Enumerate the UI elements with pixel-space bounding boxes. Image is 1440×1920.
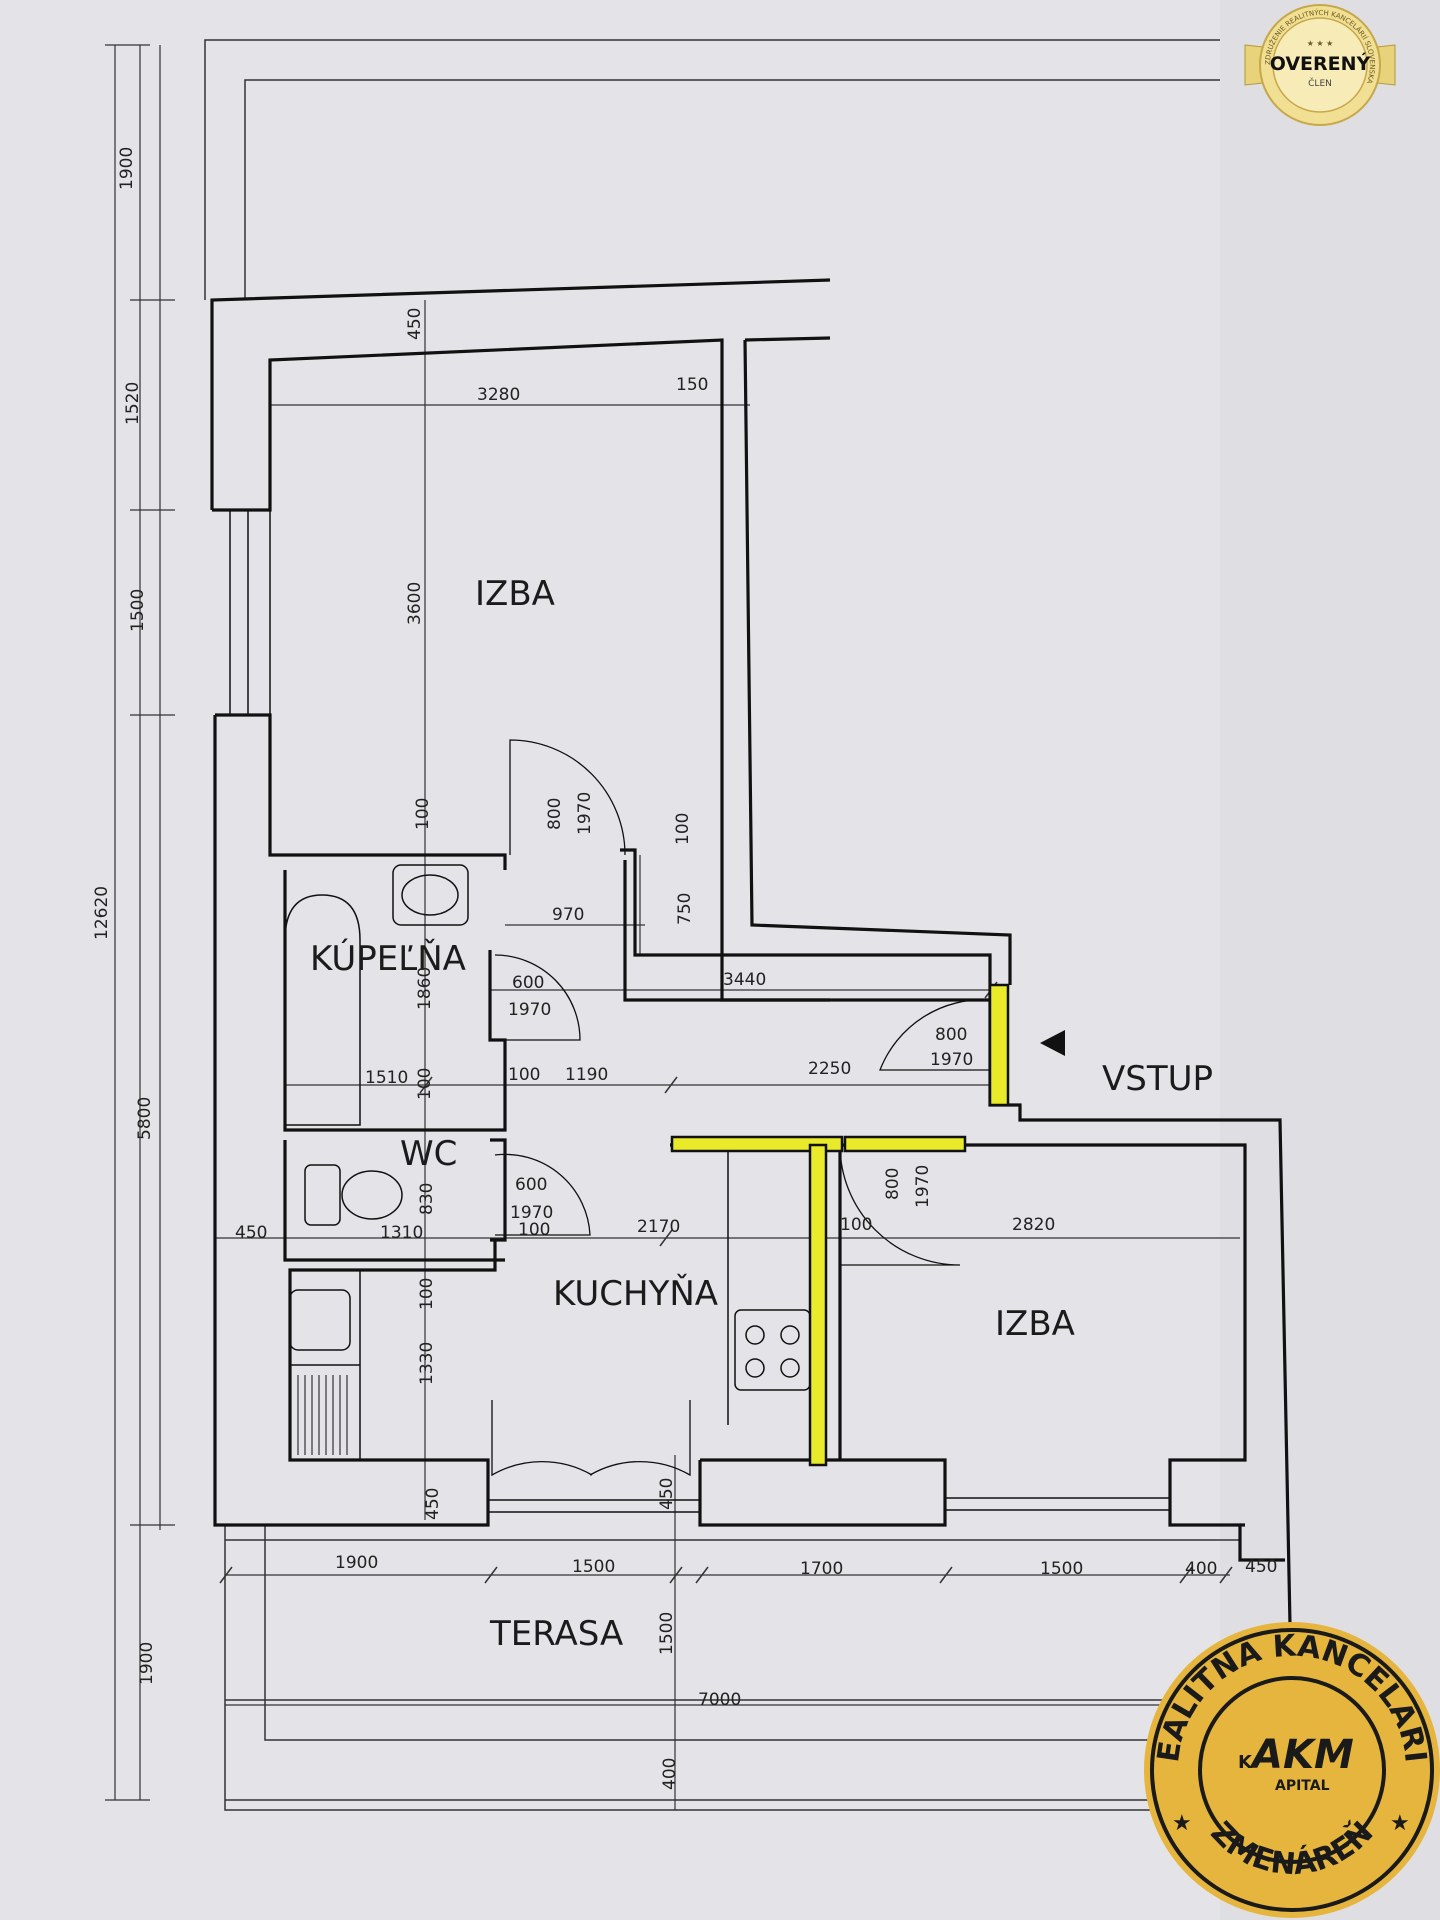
seal-inner-ring — [1198, 1676, 1386, 1864]
dim-left-5800: 5800 — [135, 1097, 155, 1140]
dim-100-d: 100 — [508, 1065, 540, 1085]
burner-3 — [745, 1358, 765, 1378]
dim-terasa-400: 400 — [660, 1758, 680, 1790]
dim-entry-1970: 1970 — [930, 1050, 973, 1070]
room-label-izba-top: IZBA — [475, 574, 555, 614]
dim-hall-2250: 2250 — [808, 1059, 851, 1079]
dim-left-1520: 1520 — [123, 382, 143, 425]
dim-left-1500: 1500 — [128, 589, 148, 632]
dim-bottom-1500-b: 1500 — [1040, 1559, 1083, 1579]
washbasin-bowl — [401, 874, 459, 916]
seal-logo-k: K — [1238, 1752, 1253, 1773]
stove — [734, 1309, 811, 1391]
dim-bath-1510: 1510 — [365, 1068, 408, 1088]
room-label-vstup: VSTUP — [1102, 1059, 1213, 1099]
dim-wc-600: 600 — [515, 1175, 547, 1195]
dim-450-kit: 450 — [423, 1488, 443, 1520]
dimension-ticks — [219, 981, 1233, 1584]
dim-entry-800: 800 — [935, 1025, 967, 1045]
seal-outer-ring — [1150, 1628, 1434, 1912]
highlighted-walls — [670, 983, 1010, 1467]
dim-terasa-1500: 1500 — [657, 1612, 677, 1655]
bathtub — [284, 894, 361, 1126]
dim-bath-1970: 1970 — [508, 1000, 551, 1020]
vertical-dimension-labels: 12620 1900 1520 1500 5800 1900 450 3600 … — [92, 147, 933, 1790]
badge-main-text: OVERENÝ — [1270, 51, 1371, 75]
dimension-lines — [105, 44, 1240, 1810]
seal-logo-akm: AKM — [1249, 1732, 1354, 1778]
dim-room-800: 800 — [883, 1168, 903, 1200]
dim-left-1900-bottom: 1900 — [137, 1642, 157, 1685]
dim-hall-970: 970 — [552, 905, 584, 925]
dim-100-g: 100 — [417, 1278, 437, 1310]
paper-shade — [1220, 0, 1440, 1920]
dim-kit-2170: 2170 — [637, 1217, 680, 1237]
dim-bottom-400: 400 — [1185, 1559, 1217, 1579]
dim-wc-1970: 1970 — [510, 1203, 553, 1223]
walls — [210, 278, 1292, 1626]
dim-izba-height: 3600 — [405, 582, 425, 625]
seal-logo-apital: APITAL — [1275, 1778, 1330, 1794]
toilet-tank — [304, 1164, 341, 1226]
dim-izba-width: 3280 — [477, 385, 520, 405]
dim-door-1970-a: 1970 — [575, 792, 595, 835]
toilet-bowl — [341, 1170, 403, 1220]
dim-100-f: 100 — [840, 1215, 872, 1235]
burner-2 — [780, 1325, 800, 1345]
room-label-wc: WC — [400, 1134, 457, 1174]
burner-4 — [780, 1358, 800, 1378]
badge-sub-text: ČLEN — [1308, 77, 1332, 89]
dim-bottom-1900: 1900 — [335, 1553, 378, 1573]
dim-hall-750: 750 — [675, 893, 695, 925]
dim-door-800-a: 800 — [545, 798, 565, 830]
burner-1 — [745, 1325, 765, 1345]
badge-stars: ★ ★ ★ — [1307, 39, 1334, 48]
kitchen-sink — [289, 1289, 351, 1351]
dim-wall-450-left: 450 — [235, 1223, 267, 1243]
entrance-arrow-icon — [1040, 1030, 1065, 1056]
fixtures — [284, 864, 811, 1460]
dim-room-1970: 1970 — [913, 1165, 933, 1208]
dim-hall-1190: 1190 — [565, 1065, 608, 1085]
dim-100-e: 100 — [518, 1220, 550, 1240]
outline-thin-lines — [204, 39, 1300, 1811]
dim-kit-1330: 1330 — [417, 1342, 437, 1385]
room-label-izba-right: IZBA — [995, 1304, 1075, 1344]
window-lines — [229, 360, 1170, 1513]
horizontal-dimension-labels: 3280 150 970 3440 600 1970 800 1970 1510… — [235, 375, 1277, 1710]
dim-left-1900-top: 1900 — [117, 147, 137, 190]
seal-outer-circle — [1144, 1622, 1440, 1918]
badge-inner-circle — [1272, 17, 1368, 113]
seal-star-left-icon: ★ — [1172, 1811, 1192, 1836]
door-swings — [491, 739, 991, 1477]
dim-100-b: 100 — [673, 813, 693, 845]
dim-terasa-7000: 7000 — [698, 1690, 741, 1710]
seal-star-right-icon: ★ — [1390, 1811, 1410, 1836]
washbasin — [392, 864, 469, 926]
dim-bottom-1500-a: 1500 — [572, 1557, 615, 1577]
dim-total-height: 12620 — [92, 886, 112, 940]
dim-wall-450-top: 450 — [405, 308, 425, 340]
dim-450-mid: 450 — [657, 1478, 677, 1510]
dim-bottom-450: 450 — [1245, 1557, 1277, 1577]
room-label-terasa: TERASA — [489, 1614, 623, 1654]
dim-bath-600: 600 — [512, 973, 544, 993]
dim-100-a: 100 — [413, 798, 433, 830]
verified-member-badge: ZDRUŽENIE REALITNÝCH KANCELÁRIÍ SLOVENSK… — [1244, 4, 1396, 126]
dim-wall-150: 150 — [676, 375, 708, 395]
dim-hall-3440: 3440 — [723, 970, 766, 990]
dim-wc-830: 830 — [417, 1183, 437, 1215]
dim-room-2820: 2820 — [1012, 1215, 1055, 1235]
dim-bath-1860: 1860 — [415, 967, 435, 1010]
dim-wc-1310: 1310 — [380, 1223, 423, 1243]
dim-100-c: 100 — [415, 1068, 435, 1100]
room-label-kupelna: KÚPEĽŇA — [310, 938, 466, 979]
room-label-kuchyna: KUCHYŇA — [553, 1273, 718, 1314]
dim-bottom-1700: 1700 — [800, 1559, 843, 1579]
drainboard-lines — [297, 1375, 348, 1455]
